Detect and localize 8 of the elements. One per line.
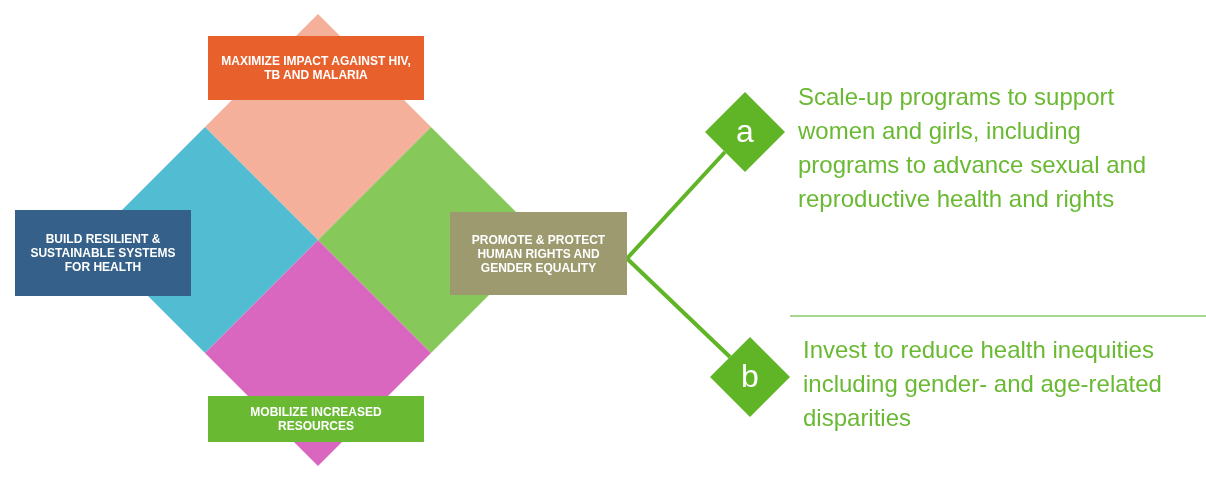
- label-box: MOBILIZE INCREASED RESOURCES: [208, 396, 424, 442]
- label-box: PROMOTE & PROTECT HUMAN RIGHTS AND GENDER EQUALITY: [450, 212, 627, 295]
- label-box: MAXIMIZE IMPACT AGAINST HIV, TB AND MALARIA: [208, 36, 424, 100]
- item-letter: a: [735, 112, 755, 151]
- label-box: BUILD RESILIENT & SUSTAINABLE SYSTEMS FOR HEALTH: [15, 210, 191, 296]
- description-text: Scale-up programs to support women and girls, including programs to advance sexual and reproductive health and rights: [798, 82, 1148, 214]
- description-text: Invest to reduce health inequities including gender- and age-related disparities: [803, 335, 1163, 433]
- item-letter: b: [740, 357, 760, 396]
